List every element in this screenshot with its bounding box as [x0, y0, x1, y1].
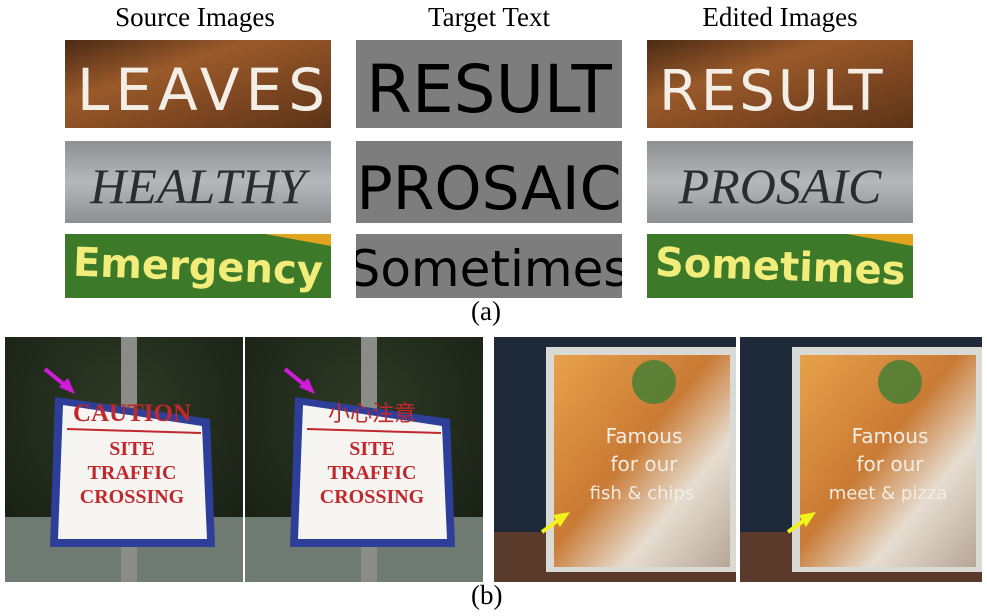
yellow-arrow-icon: [540, 512, 570, 534]
source-image-healthy: HEALTHY: [65, 141, 331, 223]
magenta-arrow-icon: [43, 367, 75, 394]
svg-text:for our: for our: [857, 452, 925, 476]
svg-text:CROSSING: CROSSING: [80, 486, 185, 508]
magenta-arrow-icon: [283, 367, 315, 394]
edited-image-prosaic: PROSAIC: [647, 141, 913, 223]
svg-text:CAUTION: CAUTION: [73, 400, 191, 427]
svg-text:Emergency: Emergency: [72, 240, 323, 295]
svg-text:for our: for our: [611, 452, 679, 476]
svg-text:CROSSING: CROSSING: [320, 486, 425, 508]
yellow-arrow-icon: [786, 512, 816, 534]
svg-text:PROSAIC: PROSAIC: [678, 158, 882, 214]
label-b: (b): [471, 580, 503, 610]
target-text-result: RESULT: [356, 40, 622, 128]
source-image-emergency: Emergency: [65, 234, 331, 298]
svg-text:Sometimes: Sometimes: [356, 240, 622, 298]
svg-text:RESULT: RESULT: [659, 59, 886, 124]
svg-text:SITE: SITE: [109, 438, 155, 460]
label-a: (a): [471, 296, 501, 326]
photo-menu-original: Famous for our fish & chips: [494, 337, 736, 582]
svg-text:SITE: SITE: [349, 438, 395, 460]
photo-sign-edited: 小心注意 SITE TRAFFIC CROSSING: [245, 337, 483, 582]
svg-text:Famous: Famous: [606, 424, 683, 448]
svg-text:TRAFFIC: TRAFFIC: [328, 462, 417, 484]
photo-sign-original: CAUTION SITE TRAFFIC CROSSING: [5, 337, 243, 582]
source-image-leaves: LEAVES: [65, 40, 331, 128]
target-text-sometimes: Sometimes: [356, 234, 622, 298]
edited-image-result: RESULT: [647, 40, 913, 128]
svg-text:HEALTHY: HEALTHY: [89, 158, 311, 214]
svg-text:RESULT: RESULT: [366, 51, 612, 128]
svg-text:Famous: Famous: [852, 424, 929, 448]
svg-text:Sometimes: Sometimes: [654, 240, 906, 295]
svg-text:TRAFFIC: TRAFFIC: [88, 462, 177, 484]
header-target-text: Target Text: [428, 2, 550, 32]
photo-menu-edited: Famous for our meet & pizza: [740, 337, 982, 582]
source-text-leaves: LEAVES: [77, 56, 331, 124]
svg-text:meet & pizza: meet & pizza: [829, 483, 948, 504]
svg-text:PROSAIC: PROSAIC: [357, 154, 622, 223]
target-text-prosaic: PROSAIC: [356, 141, 622, 223]
svg-text:小心注意: 小心注意: [328, 402, 416, 427]
header-source-images: Source Images: [115, 2, 275, 32]
header-edited-images: Edited Images: [702, 2, 858, 32]
svg-text:fish & chips: fish & chips: [590, 483, 695, 504]
edited-image-sometimes: Sometimes: [647, 234, 913, 298]
